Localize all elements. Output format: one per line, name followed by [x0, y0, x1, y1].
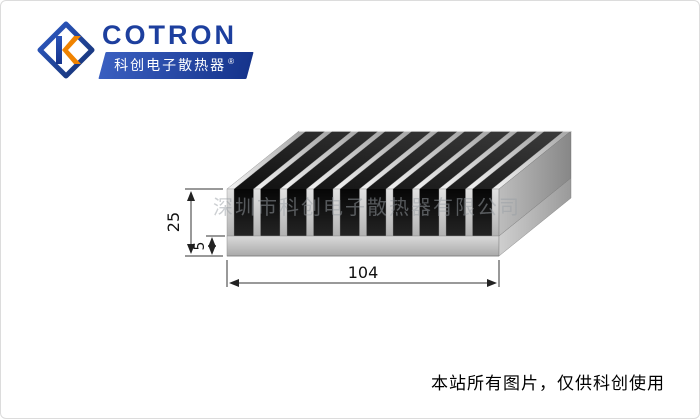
heatsink-drawing: 25 5 104 — [159, 96, 589, 296]
cotron-logo: COTRON 科创电子散热器® — [37, 20, 254, 80]
cotron-logo-mark-icon — [37, 21, 95, 79]
logo-tagline-ribbon: 科创电子散热器® — [98, 52, 254, 80]
brand-text: COTRON — [102, 20, 237, 50]
dim-width-label: 104 — [348, 263, 379, 282]
dim-base-label: 5 — [192, 242, 208, 251]
registered-mark: ® — [228, 57, 237, 67]
dimension-lines — [185, 188, 500, 287]
tagline-text: 科创电子散热器 — [114, 57, 227, 74]
footer-notice: 本站所有图片，仅供科创使用 — [431, 374, 665, 393]
dim-height-label: 25 — [164, 212, 183, 232]
heatsink-body — [226, 130, 572, 257]
